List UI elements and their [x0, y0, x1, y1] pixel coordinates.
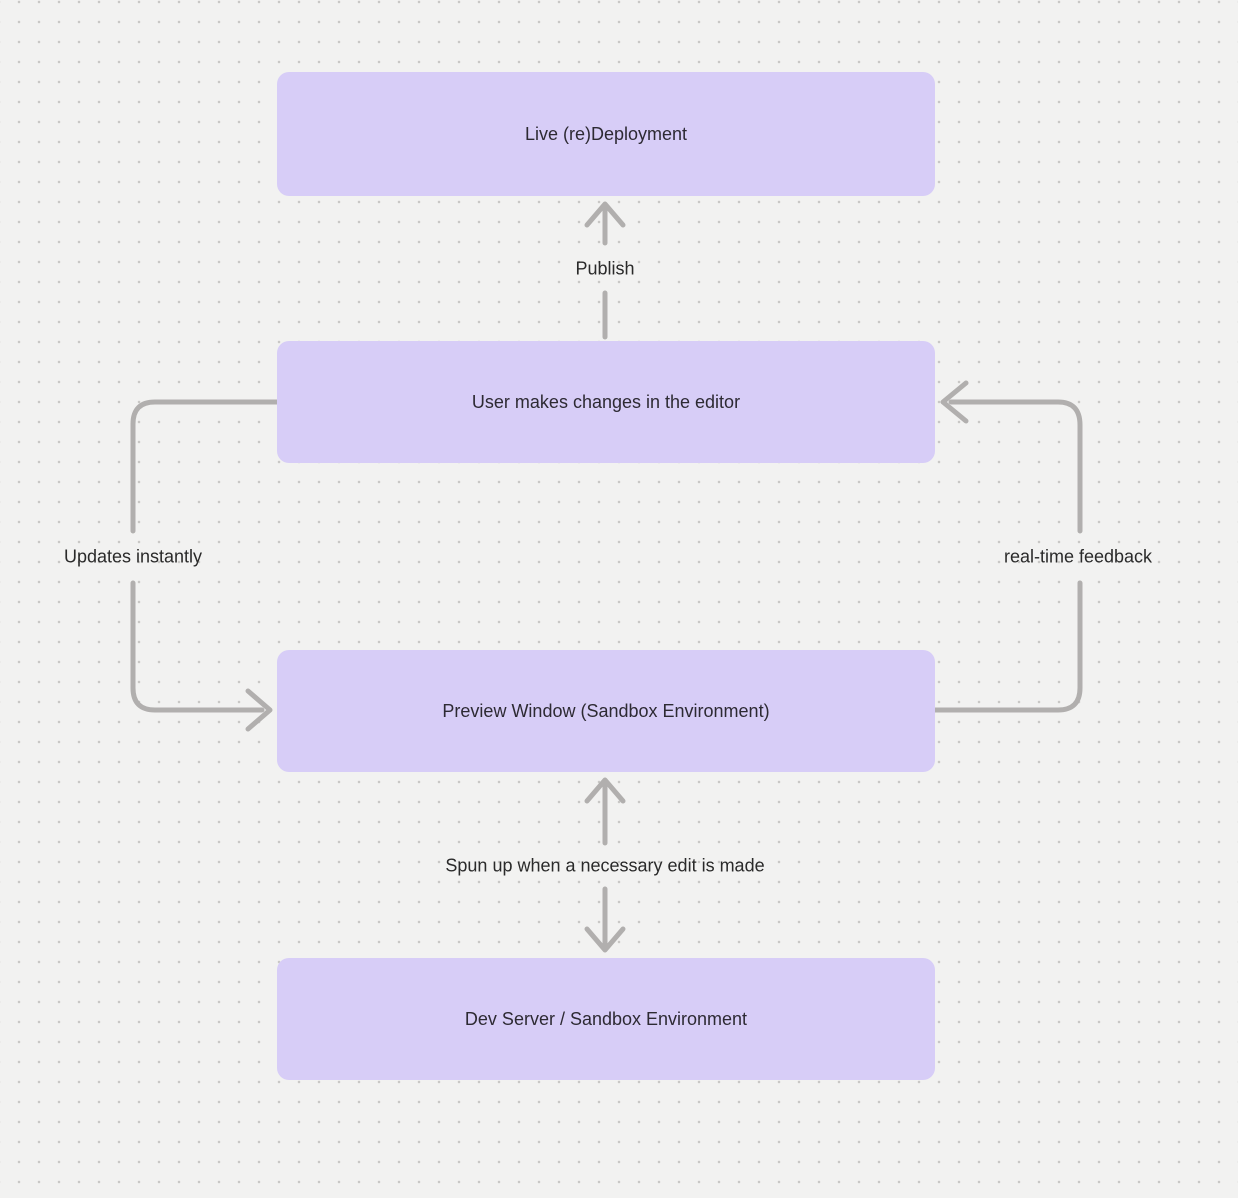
node-label: Dev Server / Sandbox Environment [464, 1008, 748, 1029]
arrowhead-up-icon [584, 201, 626, 228]
edge-feedback-line-upper [948, 399, 1083, 534]
edge-label-publish: Publish [575, 258, 635, 279]
edge-updates-line-upper [130, 399, 280, 534]
arrowhead-left-icon [940, 380, 969, 424]
node-label: User makes changes in the editor [471, 391, 741, 412]
edge-label-updates-instantly: Updates instantly [63, 546, 203, 567]
edge-updates-line-lower [130, 580, 265, 713]
node-preview-window[interactable]: Preview Window (Sandbox Environment) [277, 650, 935, 772]
node-label: Preview Window (Sandbox Environment) [442, 700, 770, 721]
arrowhead-right-icon [245, 688, 273, 732]
node-live-redeployment[interactable]: Live (re)Deployment [277, 72, 935, 196]
edge-feedback-line-lower [931, 580, 1083, 713]
node-editor-changes[interactable]: User makes changes in the editor [277, 341, 935, 463]
edge-label-realtime-feedback: real-time feedback [1003, 546, 1153, 567]
arrowhead-down-icon [584, 926, 626, 953]
node-dev-server[interactable]: Dev Server / Sandbox Environment [277, 958, 935, 1080]
node-label: Live (re)Deployment [524, 123, 688, 144]
arrowhead-up-icon [584, 777, 626, 804]
edge-label-spun-up: Spun up when a necessary edit is made [445, 855, 765, 876]
